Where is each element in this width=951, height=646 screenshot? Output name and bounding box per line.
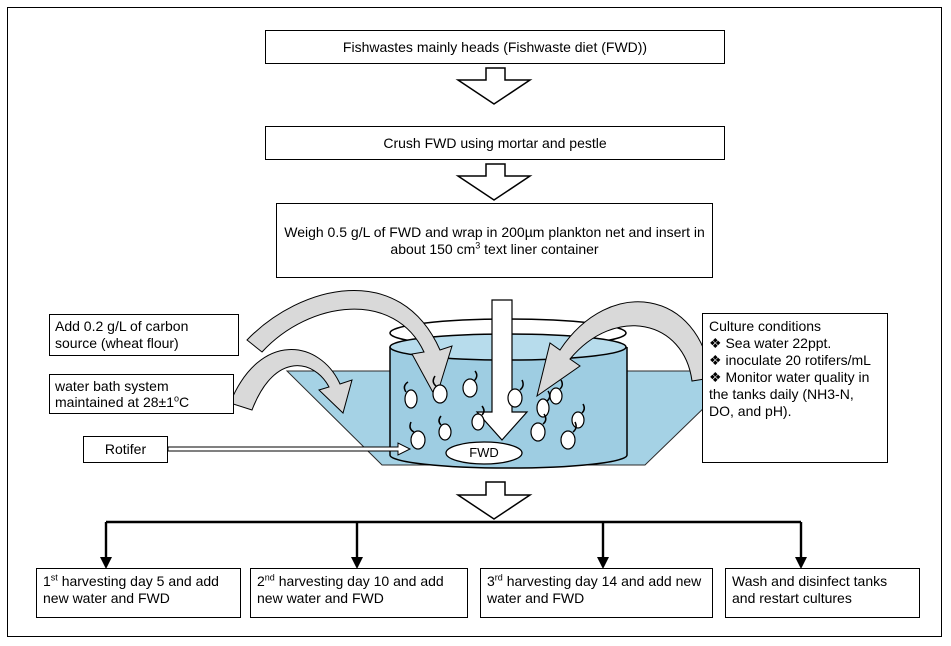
culture-conditions-box: Culture conditions ❖ Sea water 22ppt. ❖ … [702, 313, 888, 463]
carbon-source-text: Add 0.2 g/L of carbon source (wheat flou… [55, 318, 189, 351]
harvest-text-1: 1st harvesting day 5 and add new water a… [43, 572, 219, 606]
condition-item: ❖ Monitor water quality in the tanks dai… [709, 369, 870, 419]
step-weigh-text: Weigh 0.5 g/L of FWD and wrap in 200µm p… [284, 223, 705, 257]
down-arrow-2 [455, 163, 533, 201]
rotifer-glyphs [404, 378, 585, 450]
down-arrow-1 [455, 67, 533, 105]
rotifer-tails [403, 370, 586, 433]
step-fishwaste-text: Fishwastes mainly heads (Fishwaste diet … [342, 38, 648, 55]
harvest-box-3: 3rd harvesting day 14 and add new water … [480, 568, 713, 618]
diagram-frame [7, 7, 942, 637]
harvest-box-1: 1st harvesting day 5 and add new water a… [36, 568, 241, 618]
rotifer-input-arrow [167, 442, 412, 456]
wash-disinfect-text: Wash and disinfect tanks and restart cul… [732, 573, 888, 606]
rotifer-text: Rotifer [104, 441, 147, 457]
wash-disinfect-box: Wash and disinfect tanks and restart cul… [725, 568, 920, 618]
rotifer-box: Rotifer [83, 436, 168, 463]
step-fishwaste: Fishwastes mainly heads (Fishwaste diet … [265, 30, 725, 64]
culture-conditions-title: Culture conditions [709, 318, 822, 334]
step-crush-text: Crush FWD using mortar and pestle [383, 134, 607, 151]
fwd-label: FWD [469, 445, 499, 460]
diamond-bullet-icon: ❖ [709, 352, 722, 368]
water-bath-box: water bath system maintained at 28±1oC [49, 374, 234, 414]
curved-arrow-carbon [246, 289, 453, 400]
carbon-source-box: Add 0.2 g/L of carbon source (wheat flou… [49, 314, 239, 356]
insert-arrow [475, 299, 529, 441]
water-bath-text: water bath system maintained at 28±1oC [55, 378, 190, 410]
condition-item: ❖ Sea water 22ppt. [709, 335, 832, 351]
curved-arrow-water [229, 349, 353, 414]
harvest-text-2: 2nd harvesting day 10 and add new water … [257, 572, 444, 606]
harvest-box-2: 2nd harvesting day 10 and add new water … [250, 568, 468, 618]
fwd-bag [445, 441, 523, 465]
step-weigh: Weigh 0.5 g/L of FWD and wrap in 200µm p… [276, 203, 713, 278]
down-arrow-3 [455, 481, 533, 520]
diamond-bullet-icon: ❖ [709, 369, 722, 385]
diamond-bullet-icon: ❖ [709, 335, 722, 351]
harvest-text-3: 3rd harvesting day 14 and add new water … [487, 572, 702, 606]
step-crush: Crush FWD using mortar and pestle [265, 126, 725, 160]
curved-arrow-conditions [536, 301, 712, 398]
condition-item: ❖ inoculate 20 rotifers/mL [709, 352, 871, 368]
